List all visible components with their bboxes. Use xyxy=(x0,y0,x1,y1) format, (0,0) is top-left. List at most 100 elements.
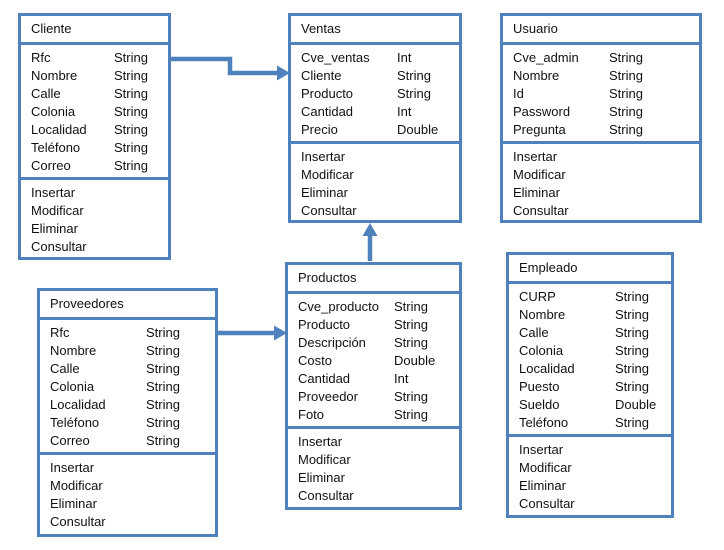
field-type: String xyxy=(394,389,428,404)
field-type: String xyxy=(615,379,649,394)
method-row: Eliminar xyxy=(513,185,560,200)
field-type: String xyxy=(615,307,649,322)
field-type: Int xyxy=(394,371,409,386)
field-type: String xyxy=(146,415,180,430)
field-row: Calle String xyxy=(21,85,168,103)
field-name: Foto xyxy=(298,407,325,422)
method-row: Modificar xyxy=(31,203,84,218)
field-type: String xyxy=(114,68,148,83)
field-name: Nombre xyxy=(31,68,78,83)
field-name: Id xyxy=(513,86,524,101)
field-row: Teléfono String xyxy=(21,139,168,157)
method-row: Consultar xyxy=(298,488,354,503)
field-type: String xyxy=(146,397,180,412)
method-row: Insertar xyxy=(50,460,95,475)
field-type: String xyxy=(146,343,180,358)
field-name: Teléfono xyxy=(31,140,81,155)
field-row: Descripción String xyxy=(288,334,459,352)
method-row: Modificar xyxy=(519,460,572,475)
method-row: Modificar xyxy=(50,478,103,493)
method-row: Consultar xyxy=(519,496,575,511)
field-name: Teléfono xyxy=(50,415,100,430)
field-type: String xyxy=(609,86,643,101)
field-name: Producto xyxy=(301,86,354,101)
field-name: Cantidad xyxy=(298,371,351,386)
field-name: Correo xyxy=(31,158,71,173)
method-row: Consultar xyxy=(50,514,106,529)
method-row: Eliminar xyxy=(298,470,345,485)
method-row: Eliminar xyxy=(301,185,348,200)
field-type: String xyxy=(394,299,428,314)
field-type: String xyxy=(394,317,428,332)
field-name: Rfc xyxy=(50,325,70,340)
field-name: Descripción xyxy=(298,335,366,350)
method-row: Eliminar xyxy=(519,478,566,493)
field-type: String xyxy=(397,86,431,101)
field-name: Calle xyxy=(50,361,80,376)
field-name: Sueldo xyxy=(519,397,560,412)
field-name: Colonia xyxy=(31,104,76,119)
field-name: Calle xyxy=(31,86,61,101)
arrowhead-productos-to-ventas xyxy=(362,223,378,236)
method-row: Consultar xyxy=(31,239,87,254)
field-type: String xyxy=(114,104,148,119)
field-row: Colonia String xyxy=(21,103,168,121)
field-name: Password xyxy=(513,104,571,119)
field-type: String xyxy=(146,433,180,448)
field-type: String xyxy=(146,325,180,340)
entity-title: Proveedores xyxy=(40,291,215,320)
field-type: String xyxy=(114,86,148,101)
entity-title: Empleado xyxy=(509,255,671,284)
field-row: Foto String xyxy=(288,406,459,424)
field-type: String xyxy=(146,379,180,394)
field-type: String xyxy=(114,140,148,155)
method-row: Eliminar xyxy=(31,221,78,236)
field-name: Pregunta xyxy=(513,122,566,137)
field-type: String xyxy=(394,335,428,350)
field-type: String xyxy=(615,415,649,430)
field-name: Cve_admin xyxy=(513,50,579,65)
field-name: Precio xyxy=(301,122,338,137)
entity-title: Ventas xyxy=(291,16,459,45)
method-row: Insertar xyxy=(513,149,558,164)
method-row: Insertar xyxy=(519,442,564,457)
field-type: String xyxy=(609,68,643,83)
method-row: Insertar xyxy=(301,149,346,164)
field-type: String xyxy=(114,122,148,137)
field-name: Nombre xyxy=(50,343,97,358)
method-row: Eliminar xyxy=(50,496,97,511)
field-type: String xyxy=(615,343,649,358)
field-row: Nombre String xyxy=(21,67,168,85)
field-row: Rfc String xyxy=(40,324,215,342)
field-name: Localidad xyxy=(519,361,575,376)
method-row: Modificar xyxy=(301,167,354,182)
field-type: String xyxy=(609,104,643,119)
field-type: String xyxy=(394,407,428,422)
